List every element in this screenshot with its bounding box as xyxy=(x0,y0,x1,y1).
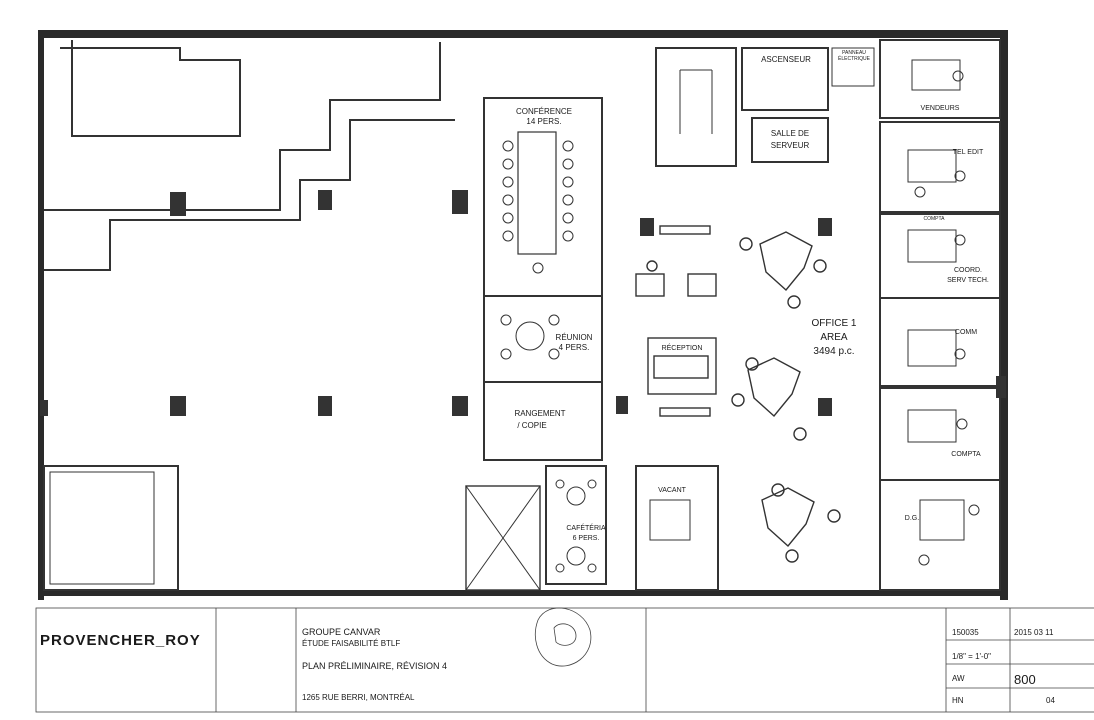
label-compta: COMPTA xyxy=(951,451,981,458)
label-vendeurs: VENDEURS xyxy=(921,105,960,112)
right-offices xyxy=(879,39,1001,591)
checked-by: HN xyxy=(952,696,964,705)
label-conference-cap: 14 PERS. xyxy=(526,117,561,126)
project-subtitle: ÉTUDE FAISABILITÉ BTLF xyxy=(302,639,401,648)
reception-area xyxy=(635,225,717,417)
cafeteria-tables xyxy=(555,479,597,573)
label-coord-2: SERV TECH. xyxy=(947,277,989,284)
label-salle-serveur-1: SALLE DE xyxy=(771,129,809,138)
shaft-bottom-left xyxy=(43,465,179,591)
project-address: 1265 RUE BERRI, MONTRÉAL xyxy=(302,693,415,702)
drawing-scale: 1/8" = 1'-0" xyxy=(952,652,992,661)
stair-core xyxy=(655,47,875,167)
label-conference: CONFÉRENCE xyxy=(516,107,572,116)
drawn-by: AW xyxy=(952,674,965,683)
label-reunion-cap: 4 PERS. xyxy=(559,343,590,352)
label-panneau-1: PANNEAU xyxy=(842,50,866,56)
right-office-furniture xyxy=(907,59,980,566)
open-office-workstations xyxy=(731,231,841,563)
exterior-walls xyxy=(38,30,1008,600)
label-cafeteria-2: 6 PERS. xyxy=(573,535,600,542)
left-boundary-lines xyxy=(44,40,455,271)
reunion-table xyxy=(500,314,560,360)
label-office-3: 3494 p.c. xyxy=(813,346,854,357)
vacant-office xyxy=(635,465,719,591)
label-reunion: RÉUNION xyxy=(556,333,593,342)
label-vacant: VACANT xyxy=(658,487,687,494)
left-rooms xyxy=(465,295,607,591)
drawing-date: 2015 03 11 xyxy=(1014,628,1054,637)
label-reception: RÉCEPTION xyxy=(662,343,703,352)
conference-chairs xyxy=(502,140,574,274)
label-panneau-2: ÉLECTRIQUE xyxy=(838,55,871,62)
room-labels: CONFÉRENCE 14 PERS. ASCENSEUR PANNEAU ÉL… xyxy=(514,50,988,542)
title-block-frame xyxy=(35,607,1094,713)
label-ascenseur: ASCENSEUR xyxy=(761,55,811,64)
drawing-title: PLAN PRÉLIMINAIRE, RÉVISION 4 xyxy=(302,661,448,671)
structural-columns xyxy=(40,190,1006,416)
sheet-number: 800 xyxy=(1014,672,1036,687)
label-comm: COMM xyxy=(955,329,977,336)
label-office-2: AREA xyxy=(820,332,848,343)
firm-name: PROVENCHER_ROY xyxy=(40,632,201,649)
label-cafeteria-1: CAFÉTÉRIA xyxy=(566,523,606,532)
label-salle-serveur-2: SERVEUR xyxy=(771,141,810,150)
label-rangement-2: / COPIE xyxy=(517,421,546,430)
project-number: 150035 xyxy=(952,628,979,637)
label-office-1: OFFICE 1 xyxy=(811,318,856,329)
label-compta-small: COMPTA xyxy=(923,216,945,222)
project-name: GROUPE CANVAR xyxy=(302,627,381,637)
label-tel-edit: TEL EDIT xyxy=(953,149,984,156)
label-coord-1: COORD. xyxy=(954,267,982,274)
revision-number: 04 xyxy=(1046,696,1055,705)
label-rangement-1: RANGEMENT xyxy=(514,409,565,418)
label-dg: D.G. xyxy=(905,515,919,522)
